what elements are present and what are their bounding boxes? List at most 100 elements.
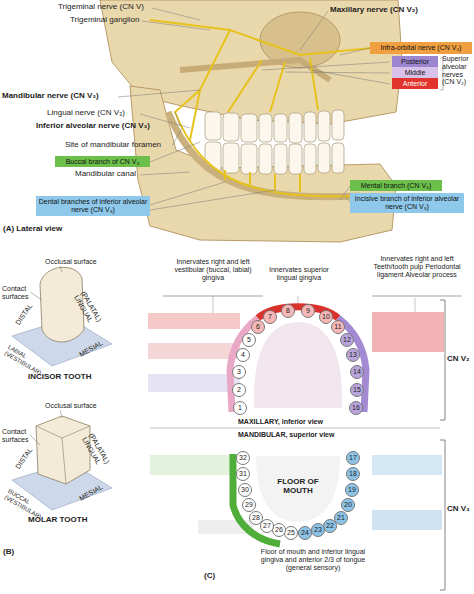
- tooth-circle: 31: [236, 467, 250, 481]
- tooth-circle: 10: [319, 310, 333, 324]
- box-text: Infra-orbital nerve (CN V₂): [381, 44, 462, 52]
- nerve-box: Mental branch (CN V₃): [350, 180, 442, 191]
- tooth-circle: 2: [232, 383, 246, 397]
- tooth-circle: 13: [346, 348, 360, 362]
- tooth-number: 12: [343, 336, 351, 344]
- teeth-lower: [205, 142, 344, 174]
- tooth-number: 23: [314, 526, 322, 534]
- heading-label: CN V₂: [447, 355, 474, 364]
- palate: [254, 322, 342, 408]
- tooth-circle: 25: [284, 526, 298, 540]
- nerve-box: Buccal branch of CN V₃: [55, 156, 150, 167]
- heading-label: INCISOR TOOTH: [28, 373, 118, 382]
- tooth-circle: 12: [340, 333, 354, 347]
- tooth-number: 1: [238, 404, 242, 412]
- molar-edge: [36, 426, 90, 484]
- heading-label: Maxillary nerve (CN V₂): [330, 6, 470, 15]
- tooth-number: 9: [306, 307, 310, 315]
- tooth-circle: 6: [251, 320, 265, 334]
- part-label: Mandibular canal: [75, 170, 165, 179]
- nerve-box: Dental branches of inferior alveolar ner…: [36, 196, 150, 216]
- part-label: Trigeminal ganglion: [70, 16, 170, 25]
- tooth-circle: 14: [350, 365, 364, 379]
- box-text: Buccal branch of CN V₃: [66, 158, 140, 166]
- tooth-circle: 20: [341, 498, 355, 512]
- tooth-number: 32: [239, 454, 247, 462]
- teeth-upper: [205, 110, 344, 143]
- heading-label: (C): [204, 572, 228, 581]
- tooth-number: 4: [241, 351, 245, 359]
- mandibular-canal: [168, 112, 360, 197]
- heading-label: (A) Lateral view: [3, 225, 103, 234]
- bracket: [440, 300, 445, 420]
- tooth-circle: 22: [323, 519, 337, 533]
- box-text: Middle: [405, 69, 426, 77]
- divider: [150, 428, 440, 429]
- tooth-number: 13: [349, 351, 357, 359]
- tooth-number: 3: [237, 368, 241, 376]
- tooth-number: 11: [334, 323, 341, 331]
- part-label: Floor of mouth and inferior lingual ging…: [256, 548, 370, 571]
- nerve-box: Middle: [392, 67, 438, 78]
- tooth-number: 14: [353, 368, 361, 376]
- part-label: Site of mandibular foramen: [65, 141, 180, 150]
- tooth-number: 15: [353, 386, 361, 394]
- bracket: [440, 440, 445, 590]
- tooth-number: 26: [275, 526, 283, 534]
- part-label: Innervates superior lingual gingiva: [268, 266, 330, 282]
- leader-lines: [118, 8, 443, 210]
- tooth-number: 31: [239, 470, 247, 478]
- box-text: Mental branch (CN V₃): [361, 182, 432, 190]
- tooth-number: 17: [349, 454, 357, 462]
- box-text: Posterior: [401, 58, 429, 66]
- tooth-circle: 19: [345, 483, 359, 497]
- heading-label: (B): [3, 548, 33, 557]
- tooth-number: 16: [352, 404, 360, 412]
- nerve-box: Infra-orbital nerve (CN V₂): [370, 42, 472, 54]
- tooth-circle: 5: [242, 333, 256, 347]
- part-label: Superior alveolar nerves (CN V₂): [442, 55, 474, 86]
- tooth-number: 2: [237, 386, 241, 394]
- heading-label: CN V₃: [447, 505, 474, 514]
- box-text: Anterior: [403, 80, 428, 88]
- part-label: Innervates right and left vestibular (bu…: [163, 258, 263, 281]
- answer-box: [148, 312, 444, 534]
- heading-label: MANDIBULAR, superior view: [238, 431, 378, 439]
- tooth-number: 28: [252, 514, 260, 522]
- tooth-number: 21: [337, 514, 345, 522]
- nerve-box: Incisive branch of inferior alveolar ner…: [350, 193, 464, 213]
- tooth-circle: 23: [311, 523, 325, 537]
- tooth-number: 7: [268, 313, 272, 321]
- tooth-number: 18: [349, 470, 357, 478]
- tooth-number: 29: [245, 501, 253, 509]
- tooth-circle: 7: [263, 310, 277, 324]
- mandible-bone: [130, 86, 396, 242]
- tooth-number: 19: [348, 486, 356, 494]
- tooth-number: 30: [241, 486, 249, 494]
- tooth-number: 25: [287, 529, 295, 537]
- tooth-circle: 15: [350, 383, 364, 397]
- nerve-box: Anterior: [392, 78, 438, 89]
- heading-label: MAXILLARY, inferior view: [238, 418, 378, 426]
- part-label: Trigeminal nerve (CN V): [58, 3, 178, 12]
- part-label: Occlusal surface: [45, 258, 125, 266]
- nerve-box: Posterior: [392, 56, 438, 67]
- tooth-circle: 17: [346, 451, 360, 465]
- tooth-circle: 3: [232, 365, 246, 379]
- heading-label: MOLAR TOOTH: [28, 516, 118, 525]
- part-label: Lingual nerve (CN V₃): [47, 109, 147, 118]
- tooth-circle: 9: [301, 304, 315, 318]
- tooth-number: 20: [344, 501, 352, 509]
- leader-lines: [30, 266, 62, 445]
- tooth-circle: 4: [236, 348, 250, 362]
- nerves: [150, 20, 372, 196]
- tooth-number: 5: [247, 336, 251, 344]
- tooth-circle: 28: [249, 511, 263, 525]
- heading-label: Mandibular nerve (CN V₃): [2, 92, 118, 101]
- tooth-number: 24: [301, 529, 309, 537]
- tooth-circle: 26: [272, 523, 286, 537]
- box-text: Dental branches of inferior alveolar ner…: [38, 198, 148, 213]
- part-label: Occlusal surface: [45, 402, 125, 410]
